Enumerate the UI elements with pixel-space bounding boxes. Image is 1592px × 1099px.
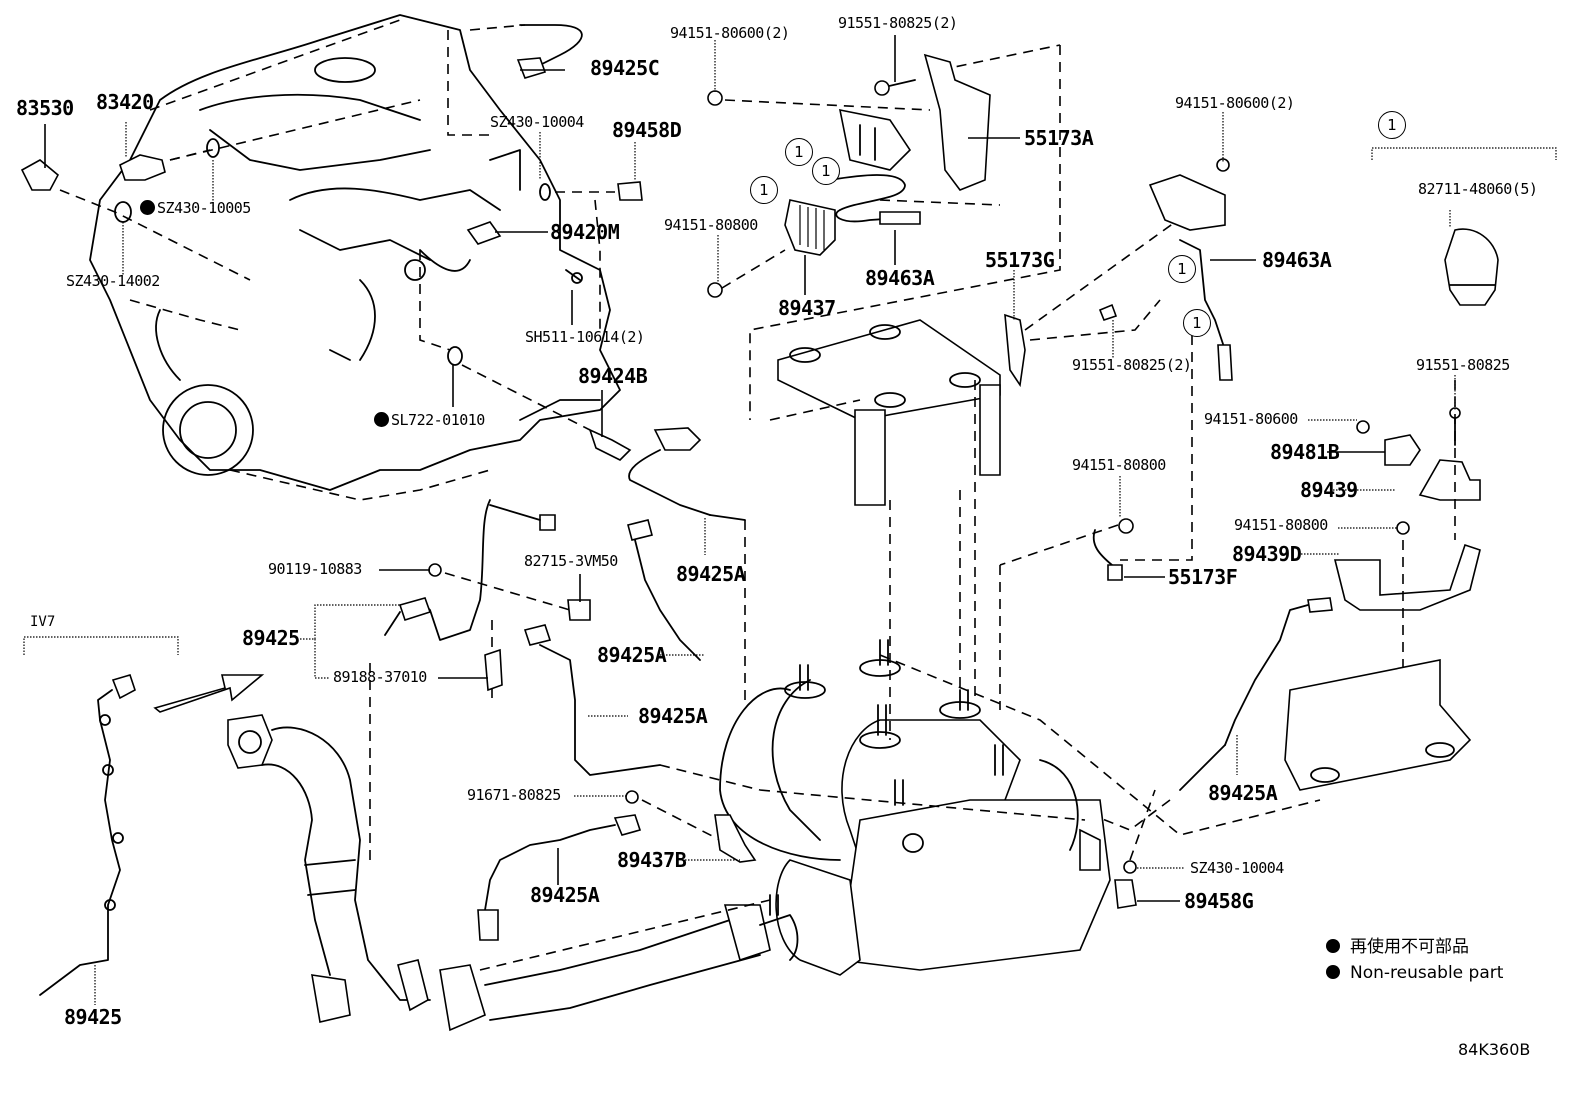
part-number-text: SL722-01010 xyxy=(391,411,485,429)
callout-circle-1-group: 1 xyxy=(1378,111,1406,139)
part-label-sl722-01010[interactable]: SL722-01010 xyxy=(374,412,485,428)
part-label-89425A-top[interactable]: 89425A xyxy=(676,562,746,586)
part-label-82711-48060[interactable]: 82711-48060(5) xyxy=(1418,180,1538,198)
sensor-83420-illustration xyxy=(119,138,220,181)
part-label-90119-10883[interactable]: 90119-10883 xyxy=(268,560,362,578)
legend-text: 再使用不可部品 xyxy=(1350,937,1469,957)
illustration-code: 84K360B xyxy=(1458,1040,1531,1059)
sensor-89425A-top-illustration xyxy=(628,427,746,700)
bracket-55173A-illustration xyxy=(724,44,1061,420)
heat-shield-89437-illustration xyxy=(707,199,836,298)
callout-circle-1: 1 xyxy=(1183,309,1211,337)
part-label-91551-80825-right[interactable]: 91551-80825 xyxy=(1416,356,1510,374)
legend-item-english: Non-reusable part xyxy=(1326,960,1503,986)
part-label-82715-3VM50[interactable]: 82715-3VM50 xyxy=(524,552,618,570)
bolt-91551-80825-illustration xyxy=(874,79,916,96)
sensor-89425-iv7-illustration xyxy=(39,674,136,996)
part-label-89425A-low[interactable]: 89425A xyxy=(638,704,708,728)
part-label-91551-80825-2-top[interactable]: 91551-80825(2) xyxy=(838,14,958,32)
part-label-89439[interactable]: 89439 xyxy=(1300,478,1358,502)
exhaust-pipe-rear-illustration xyxy=(439,894,799,1032)
bracket-lower-right-illustration xyxy=(1284,659,1472,791)
sensor-89463A-right-illustration xyxy=(1120,158,1233,561)
sensor-89458G-illustration xyxy=(1114,789,1156,909)
part-label-89424B[interactable]: 89424B xyxy=(578,364,648,388)
non-reusable-bullet-icon xyxy=(374,412,389,427)
sensor-89481B-illustration xyxy=(1356,380,1481,540)
part-label-89425A-mid[interactable]: 89425A xyxy=(597,643,667,667)
part-label-89463A-center[interactable]: 89463A xyxy=(865,266,935,290)
part-label-sz430-10005[interactable]: SZ430-10005 xyxy=(140,200,251,216)
part-label-89463A-right[interactable]: 89463A xyxy=(1262,248,1332,272)
part-label-55173F[interactable]: 55173F xyxy=(1168,565,1238,589)
catalytic-converter-illustration xyxy=(719,490,1321,976)
bolt-sh511-illustration xyxy=(565,269,583,284)
variant-label-iv7: IV7 xyxy=(30,614,56,630)
callout-circle-1: 1 xyxy=(750,176,778,204)
part-label-sz430-10004-top[interactable]: SZ430-10004 xyxy=(490,113,584,131)
non-reusable-bullet-icon xyxy=(140,200,155,215)
engine-block-illustration xyxy=(89,14,621,501)
filled-circle-icon xyxy=(1326,939,1340,953)
legend-text: Non-reusable part xyxy=(1350,963,1504,983)
sensor-89425A-mid-illustration xyxy=(627,519,701,661)
part-label-89481B[interactable]: 89481B xyxy=(1270,440,1340,464)
part-label-89425A-bottom[interactable]: 89425A xyxy=(530,883,600,907)
sensor-83530-illustration xyxy=(20,159,251,281)
part-number-text: SZ430-10005 xyxy=(157,199,251,217)
sensor-89425C-illustration xyxy=(516,24,583,79)
callout-circle-1: 1 xyxy=(785,138,813,166)
legend: 再使用不可部品 Non-reusable part xyxy=(1326,934,1503,986)
exhaust-pipe-front-illustration xyxy=(227,620,493,1023)
part-label-89425-iv7[interactable]: 89425 xyxy=(64,1005,122,1029)
part-label-55173A[interactable]: 55173A xyxy=(1024,126,1094,150)
callout-circle-1: 1 xyxy=(812,157,840,185)
part-label-89458G[interactable]: 89458G xyxy=(1184,889,1254,913)
part-label-89425-center[interactable]: 89425 xyxy=(242,626,300,650)
legend-item-japanese: 再使用不可部品 xyxy=(1326,934,1503,960)
part-label-94151-80600-right[interactable]: 94151-80600 xyxy=(1204,410,1298,428)
part-label-89439D[interactable]: 89439D xyxy=(1232,542,1302,566)
sensor-89458D-illustration xyxy=(539,181,643,201)
part-label-89425A-right[interactable]: 89425A xyxy=(1208,781,1278,805)
part-label-sz430-14002[interactable]: SZ430-14002 xyxy=(66,272,160,290)
iv7-bracket xyxy=(23,636,179,655)
part-label-89437B[interactable]: 89437B xyxy=(617,848,687,872)
part-label-94151-80800-mid[interactable]: 94151-80800 xyxy=(1072,456,1166,474)
sensor-89420M-illustration xyxy=(466,221,502,245)
grommet-82711-illustration xyxy=(1444,228,1499,306)
part-label-83530[interactable]: 83530 xyxy=(16,96,74,120)
part-label-sz430-10004-bottom[interactable]: SZ430-10004 xyxy=(1190,859,1284,877)
part-label-89188-37010[interactable]: 89188-37010 xyxy=(333,668,427,686)
leader-lines xyxy=(44,35,1456,1005)
part-label-89425C[interactable]: 89425C xyxy=(590,56,660,80)
part-label-94151-80800-right[interactable]: 94151-80800 xyxy=(1234,516,1328,534)
callout-circle-1: 1 xyxy=(1168,255,1196,283)
sensor-89425-center-illustration xyxy=(384,499,591,692)
callout-bracket xyxy=(1371,147,1557,160)
part-label-91671-80825[interactable]: 91671-80825 xyxy=(467,786,561,804)
part-label-91551-80825-2-mid[interactable]: 91551-80825(2) xyxy=(1072,356,1192,374)
filled-circle-icon xyxy=(1326,965,1340,979)
part-label-94151-80600-2-right[interactable]: 94151-80600(2) xyxy=(1175,94,1295,112)
part-label-sh511-10614[interactable]: SH511-10614(2) xyxy=(525,328,645,346)
direction-arrow xyxy=(153,674,265,713)
bracket-89437B-illustration xyxy=(714,814,757,863)
part-label-83420[interactable]: 83420 xyxy=(96,90,154,114)
part-label-55173G[interactable]: 55173G xyxy=(985,248,1055,272)
nut-94151-80600-illustration xyxy=(707,90,723,106)
part-label-89437[interactable]: 89437 xyxy=(778,296,836,320)
mount-bracket-illustration xyxy=(769,214,1186,700)
sensor-89425A-low-illustration xyxy=(523,624,761,791)
sensor-89424B-illustration xyxy=(447,346,632,461)
part-label-94151-80600-2-top[interactable]: 94151-80600(2) xyxy=(670,24,790,42)
part-label-89458D[interactable]: 89458D xyxy=(612,118,682,142)
part-label-89420M[interactable]: 89420M xyxy=(550,220,620,244)
sensor-89425A-bottom-illustration xyxy=(477,790,721,941)
part-label-94151-80800-top[interactable]: 94151-80800 xyxy=(664,216,758,234)
bracket-55173F-illustration xyxy=(999,518,1134,710)
